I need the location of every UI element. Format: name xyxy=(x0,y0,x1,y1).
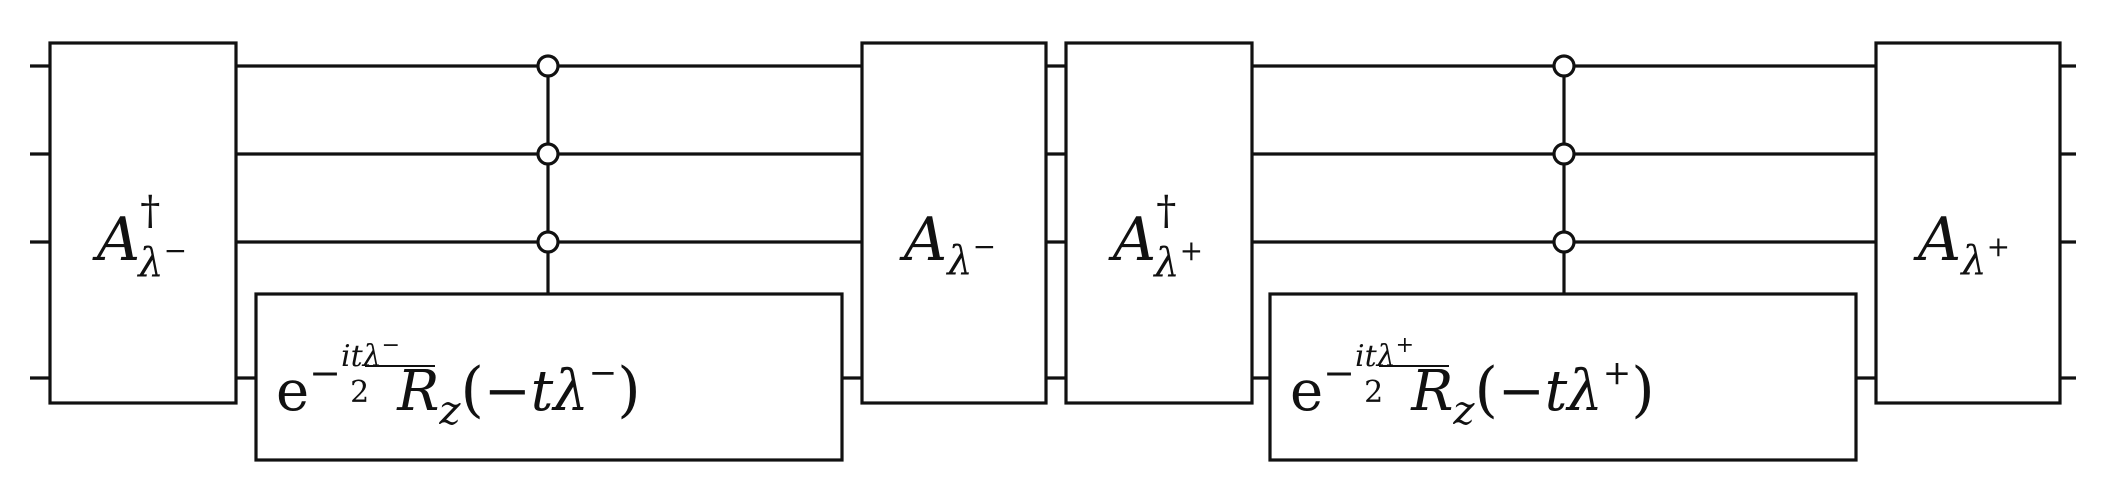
rotation-argument: −tλ xyxy=(484,359,589,424)
gate-box xyxy=(48,41,238,405)
gate-symbol: A xyxy=(92,205,140,275)
gate-subscript: λ xyxy=(1959,238,1986,284)
exp-numerator-prefix: it xyxy=(341,339,364,374)
exp-numerator-prefix: it xyxy=(1355,339,1378,374)
open-control-dot xyxy=(536,230,560,254)
gate-label: Aλ+ xyxy=(1913,205,2010,284)
gate-label: A† λ+ xyxy=(1108,188,1203,286)
gate-box xyxy=(254,292,844,462)
gate-box xyxy=(860,41,1048,405)
exp-base: e xyxy=(1290,359,1323,424)
rotation-argument: −tλ xyxy=(1498,359,1603,424)
exp-numerator-sign: + xyxy=(1396,333,1414,358)
open-control-dot xyxy=(536,142,560,166)
gate-label: A† λ− xyxy=(92,188,187,286)
gate-subscript-sign: + xyxy=(1987,230,2010,263)
open-control-dot xyxy=(1552,54,1576,78)
rotation-paren-close: ) xyxy=(617,355,640,425)
rotation-subscript: z xyxy=(1452,388,1475,434)
gate-superscript: † xyxy=(140,188,160,234)
rotation-paren-close: ) xyxy=(1631,355,1654,425)
gate-box xyxy=(1268,292,1858,462)
exp-denominator: 2 xyxy=(1364,375,1383,410)
gate-subscript-sign: + xyxy=(1180,234,1203,267)
gate-a-lambda-minus: Aλ− xyxy=(860,41,1048,405)
exp-denominator: 2 xyxy=(350,375,369,410)
rotation-paren-open: ( xyxy=(460,355,483,425)
rotation-subscript: z xyxy=(438,388,461,434)
open-control-dot xyxy=(1552,142,1576,166)
exp-numerator-symbol: λ xyxy=(1376,339,1396,374)
gate-box xyxy=(1874,41,2062,405)
rotation-argument-sign: + xyxy=(1603,353,1632,393)
gate-subscript: λ xyxy=(1152,240,1179,286)
exp-numerator-sign: − xyxy=(382,333,400,358)
gate-superscript: † xyxy=(1156,188,1176,234)
gate-subscript: λ xyxy=(945,238,972,284)
gate-a-dagger-lambda-minus: A† λ− xyxy=(48,41,238,405)
exp-sign: − xyxy=(1323,351,1355,395)
rotation-argument-sign: − xyxy=(589,353,618,393)
gate-a-lambda-plus: Aλ+ xyxy=(1874,41,2062,405)
exp-sign: − xyxy=(309,351,341,395)
gate-symbol: A xyxy=(1108,205,1156,275)
rotation-symbol: R xyxy=(1410,359,1453,424)
gate-symbol: A xyxy=(899,205,947,275)
gate-subscript: λ xyxy=(136,240,163,286)
gate-label: Aλ− xyxy=(899,205,996,284)
gate-subscript-sign: − xyxy=(973,230,996,263)
open-control-dot xyxy=(1552,230,1576,254)
gate-symbol: A xyxy=(1913,205,1961,275)
rotation-paren-open: ( xyxy=(1474,355,1497,425)
gate-a-dagger-lambda-plus: A† λ+ xyxy=(1064,41,1254,405)
exp-base: e xyxy=(276,359,309,424)
exp-numerator-symbol: λ xyxy=(362,339,382,374)
gate-subscript-sign: − xyxy=(164,234,187,267)
rotation-symbol: R xyxy=(396,359,439,424)
open-control-dot xyxy=(536,54,560,78)
gate-box xyxy=(1064,41,1254,405)
